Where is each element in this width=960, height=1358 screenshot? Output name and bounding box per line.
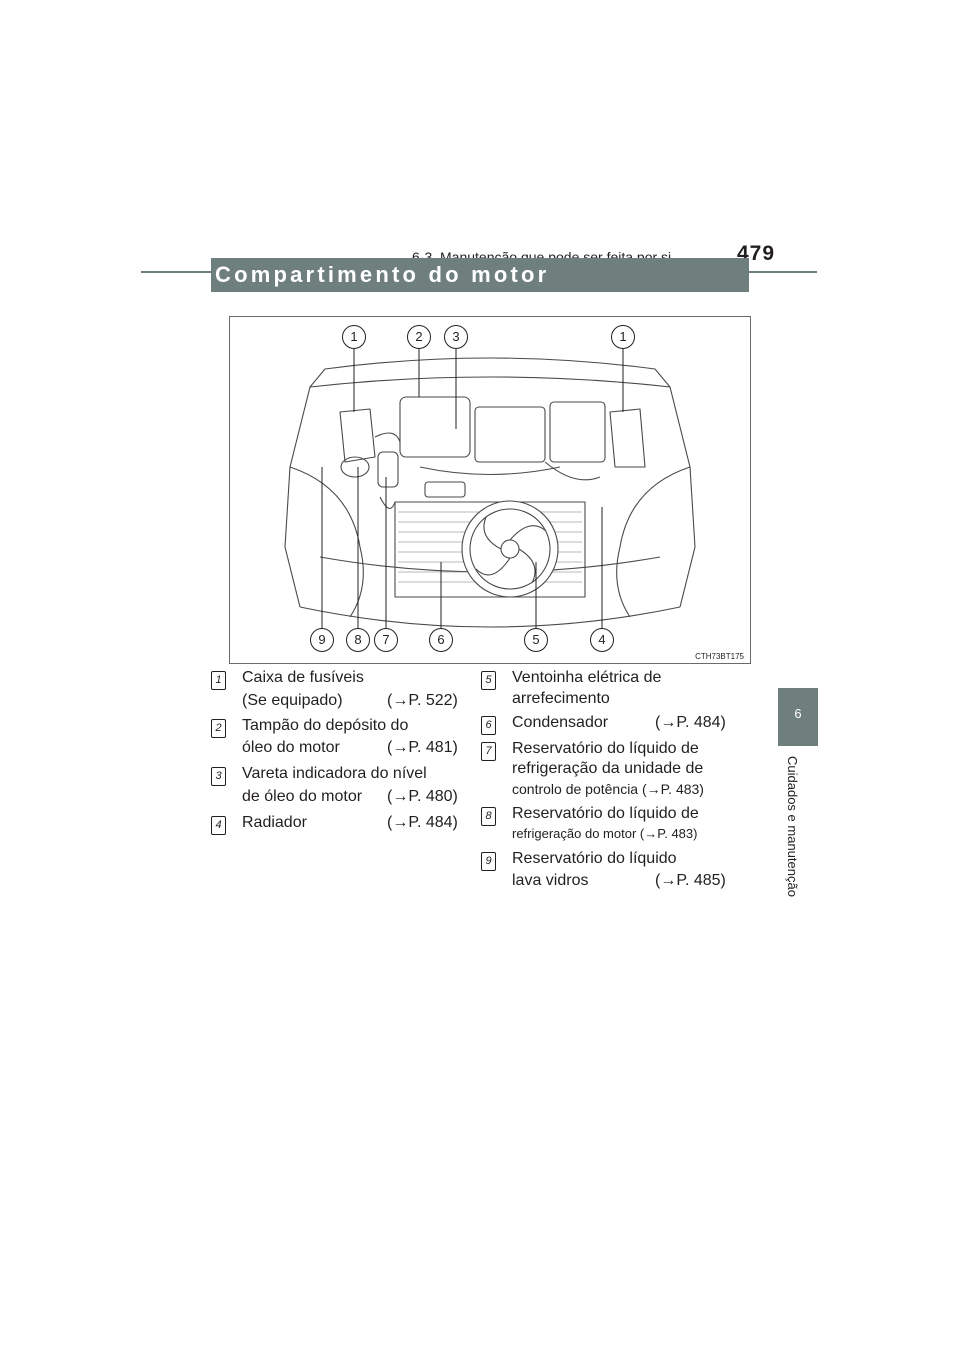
chapter-tab-label: Cuidados e manutenção <box>785 756 800 897</box>
item-number-badge: 3 <box>211 767 226 786</box>
chapter-tab-number: 6 <box>794 706 802 721</box>
page-reference: (→P. 522) <box>387 692 458 709</box>
callout-4: 4 <box>590 628 614 652</box>
list-item-4: 4 Radiador (→P. 484) <box>211 812 471 835</box>
item-text: Vareta indicadora do nível <box>242 765 427 782</box>
callout-1-right: 1 <box>611 325 635 349</box>
page-reference: (→P. 485) <box>655 872 726 889</box>
list-item-2: 2 Tampão do depósito do óleo do motor (→… <box>211 715 471 759</box>
item-number-badge: 9 <box>481 852 496 871</box>
item-text: Reservatório do líquido <box>512 850 677 867</box>
list-item-5: 5 Ventoinha elétrica de arrefecimento <box>481 667 751 711</box>
item-text: Reservatório do líquido de <box>512 740 699 757</box>
engine-illustration <box>284 349 696 629</box>
callout-6: 6 <box>429 628 453 652</box>
page-reference: (→P. 484) <box>655 714 726 731</box>
callout-3: 3 <box>444 325 468 349</box>
item-text: Caixa de fusíveis <box>242 669 364 686</box>
item-text: Reservatório do líquido de <box>512 805 699 822</box>
item-text: refrigeração do motor (→P. 483) <box>512 826 698 841</box>
page-reference: (→P. 484) <box>387 814 458 831</box>
callout-9: 9 <box>310 628 334 652</box>
page-reference: (→P. 481) <box>387 739 458 756</box>
callout-7: 7 <box>374 628 398 652</box>
item-number-badge: 5 <box>481 671 496 690</box>
item-text: óleo do motor <box>242 739 340 756</box>
item-text: Tampão do depósito do <box>242 717 409 734</box>
item-number-badge: 4 <box>211 816 226 835</box>
callout-5: 5 <box>524 628 548 652</box>
callout-2: 2 <box>407 325 431 349</box>
item-number-badge: 2 <box>211 719 226 738</box>
callout-1-left: 1 <box>342 325 366 349</box>
item-number-badge: 7 <box>481 742 496 761</box>
section-heading-bar <box>211 258 749 292</box>
item-text: lava vidros <box>512 872 589 889</box>
list-item-8: 8 Reservatório do líquido de refrigeraçã… <box>481 803 751 845</box>
list-item-1: 1 Caixa de fusíveis (Se equipado) (→P. 5… <box>211 667 471 711</box>
figure-code: CTH73BT175 <box>693 652 746 661</box>
list-item-9: 9 Reservatório do líquido lava vidros (→… <box>481 848 751 892</box>
item-number-badge: 8 <box>481 807 496 826</box>
list-item-6: 6 Condensador (→P. 484) <box>481 712 751 735</box>
item-text: refrigeração da unidade de <box>512 760 704 777</box>
item-text: Ventoinha elétrica de <box>512 669 662 686</box>
list-item-7: 7 Reservatório do líquido de refrigeraçã… <box>481 738 751 800</box>
item-text: de óleo do motor <box>242 788 363 805</box>
item-text: controlo de potência (→P. 483) <box>512 781 704 797</box>
item-text: (Se equipado) <box>242 692 343 709</box>
item-text: arrefecimento <box>512 690 610 707</box>
chapter-tab <box>778 688 818 746</box>
item-number-badge: 1 <box>211 671 226 690</box>
engine-compartment-figure: 1 2 3 1 9 8 7 6 5 4 CTH73BT175 <box>229 316 751 664</box>
page-reference: (→P. 480) <box>387 788 458 805</box>
item-number-badge: 6 <box>481 716 496 735</box>
item-text: Condensador <box>512 714 609 731</box>
callout-8: 8 <box>346 628 370 652</box>
list-item-3: 3 Vareta indicadora do nível de óleo do … <box>211 763 471 807</box>
item-text: Radiador <box>242 814 307 831</box>
section-title: Compartimento do motor <box>215 262 550 287</box>
